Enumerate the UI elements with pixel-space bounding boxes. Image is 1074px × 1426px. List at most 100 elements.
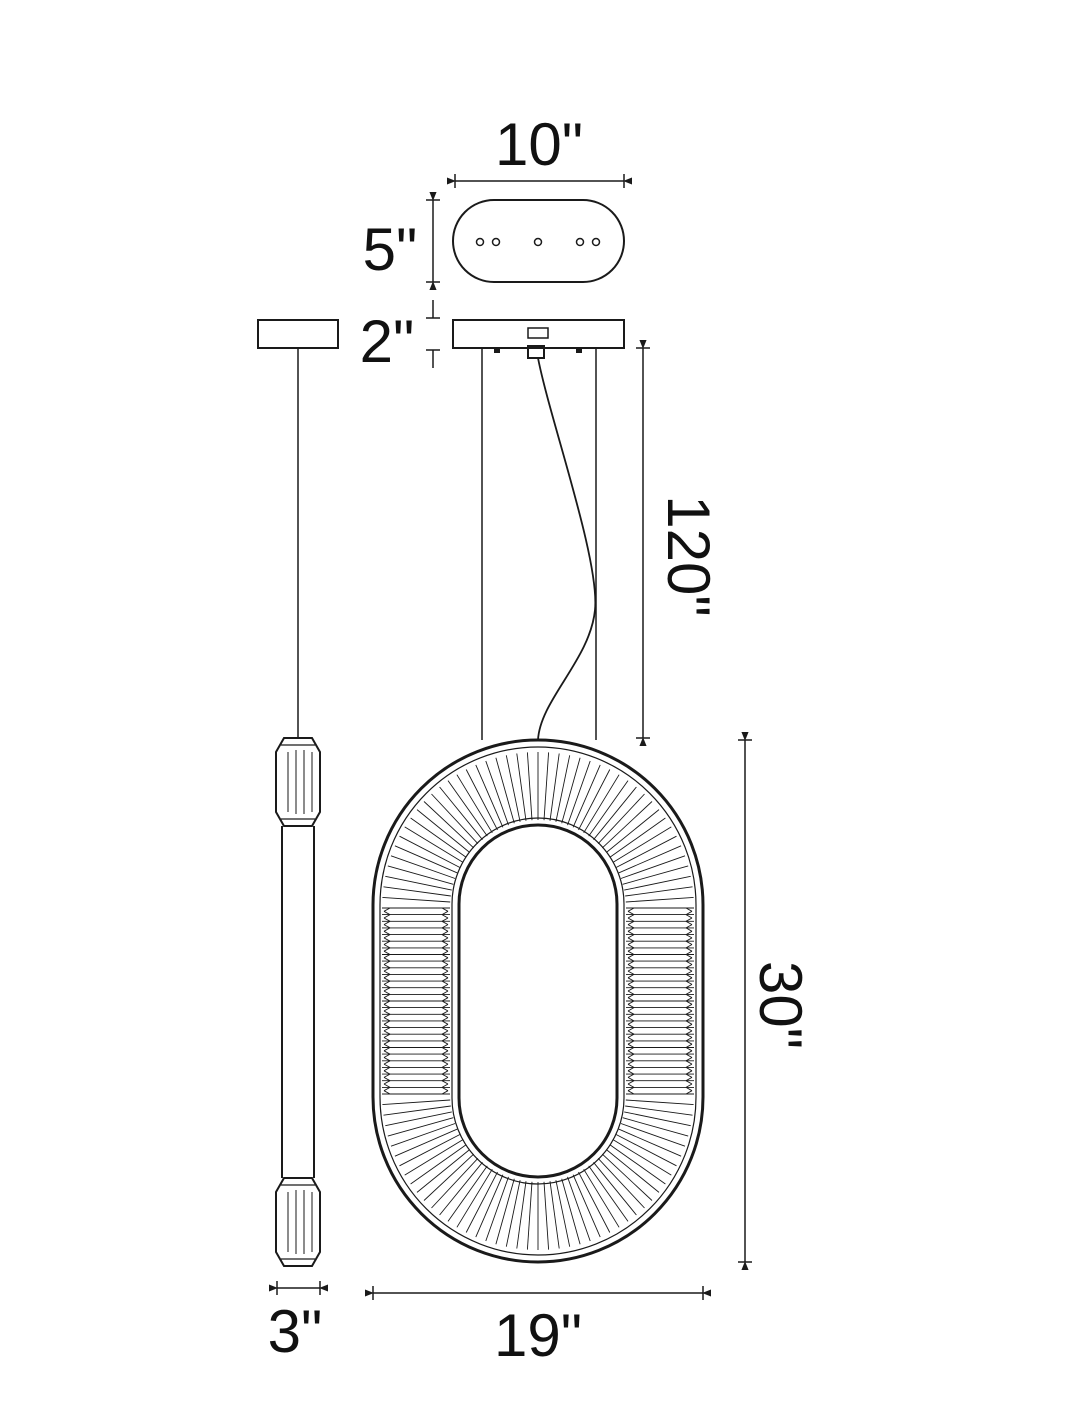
crystal-prism xyxy=(441,1080,449,1085)
crystal-prism xyxy=(685,947,693,952)
crystal-prism xyxy=(588,1165,629,1222)
crystal-prism xyxy=(399,1134,461,1167)
crystal-prism xyxy=(383,1017,391,1022)
crystal-prism xyxy=(685,1050,693,1055)
fixture-depth-label: 3" xyxy=(268,1298,323,1365)
crystal-prism xyxy=(627,940,635,945)
crystal-prism xyxy=(627,1087,635,1092)
crystal-prism xyxy=(609,817,666,858)
crystal-prism xyxy=(383,994,391,999)
crystal-prism xyxy=(383,1087,391,1092)
crystal-prism xyxy=(583,774,620,834)
crystal-prism xyxy=(618,1128,682,1157)
crystal-prism xyxy=(627,977,635,982)
crystal-prism xyxy=(685,1007,693,1012)
crystal-prism xyxy=(627,1067,635,1072)
crystal-prism xyxy=(627,1007,635,1012)
crystal-prism xyxy=(627,1000,635,1005)
crystal-prism xyxy=(588,780,629,837)
crystal-prism xyxy=(685,1033,693,1038)
crystal-prism xyxy=(441,1000,449,1005)
crystal-prism xyxy=(441,950,449,955)
crystal-prism xyxy=(416,809,470,853)
crystal-prism xyxy=(685,1060,693,1065)
crystal-prism xyxy=(685,980,693,985)
crystal-prism xyxy=(627,997,635,1002)
crystal-prism xyxy=(625,1099,694,1106)
crystal-prism xyxy=(385,875,452,891)
crystal-prism xyxy=(441,967,449,972)
crystal-prism xyxy=(441,1050,449,1055)
crystal-prism xyxy=(685,937,693,942)
crystal-prism xyxy=(441,937,449,942)
crystal-prism xyxy=(620,1123,686,1147)
crystal-prism xyxy=(441,1067,449,1072)
crystal-prism xyxy=(441,1043,449,1048)
crystal-prism xyxy=(387,865,454,885)
crystal-prism xyxy=(485,760,509,826)
canopy-width-label: 10" xyxy=(495,111,583,178)
crystal-prism xyxy=(627,954,635,959)
crystal-prism xyxy=(685,954,693,959)
crystal-prism xyxy=(441,1070,449,1075)
crystal-prism xyxy=(441,1007,449,1012)
crystal-prism xyxy=(383,1057,391,1062)
crystal-prism xyxy=(383,977,391,982)
crystal-prism xyxy=(383,930,391,935)
crystal-prism xyxy=(627,1080,635,1085)
crystal-prism xyxy=(431,793,479,845)
crystal-prism xyxy=(516,753,527,821)
crystal-prism xyxy=(399,835,461,868)
crystal-prism xyxy=(685,910,693,915)
crystal-prism xyxy=(627,930,635,935)
crystal-prism xyxy=(685,977,693,982)
crystal-prism xyxy=(516,1181,527,1249)
crystal-prism xyxy=(383,1037,391,1042)
crystal-prism xyxy=(685,984,693,989)
crystal-prism xyxy=(383,967,391,972)
crystal-prism xyxy=(627,1060,635,1065)
crystal-prism xyxy=(441,980,449,985)
crystal-prism xyxy=(627,1047,635,1052)
crystal-prism xyxy=(685,960,693,965)
crystal-prism xyxy=(383,940,391,945)
crystal-prism xyxy=(383,984,391,989)
crystal-prism xyxy=(439,786,483,840)
crystal-prism xyxy=(685,1047,693,1052)
crystal-prism xyxy=(383,944,391,949)
crystal-prism xyxy=(441,964,449,969)
crystal-prism xyxy=(404,826,464,863)
crystal-prism xyxy=(685,934,693,939)
crystal-prism xyxy=(383,954,391,959)
crystal-prism xyxy=(383,1000,391,1005)
crystal-prism xyxy=(441,944,449,949)
crystal-prism xyxy=(441,974,449,979)
crystal-prism xyxy=(387,1117,454,1137)
crystal-prism xyxy=(383,974,391,979)
crystal-prism xyxy=(685,914,693,919)
fixture-side-view xyxy=(257,319,339,1267)
crystal-prism xyxy=(685,1063,693,1068)
crystal-prism xyxy=(555,755,571,822)
crystal-prism xyxy=(441,1060,449,1065)
crystal-prism xyxy=(383,964,391,969)
crystal-prism xyxy=(383,1040,391,1045)
crystal-prism xyxy=(441,997,449,1002)
crystal-prism xyxy=(615,1134,677,1167)
crystal-prism xyxy=(385,1111,452,1127)
crystal-prism xyxy=(685,907,693,912)
crystal-prism xyxy=(685,957,693,962)
crystal-prism xyxy=(685,1080,693,1085)
canopy-height-label: 2" xyxy=(360,308,415,375)
crystal-prism xyxy=(441,1087,449,1092)
crystal-prism xyxy=(624,875,691,891)
crystal-prism xyxy=(390,1123,456,1147)
crystal-prism xyxy=(627,964,635,969)
crystal-prism xyxy=(383,1010,391,1015)
crystal-prism xyxy=(685,1077,693,1082)
crystal-prism xyxy=(685,1053,693,1058)
crystal-prism xyxy=(685,1067,693,1072)
crystal-prism xyxy=(685,1090,693,1095)
crystal-prism xyxy=(441,1013,449,1018)
